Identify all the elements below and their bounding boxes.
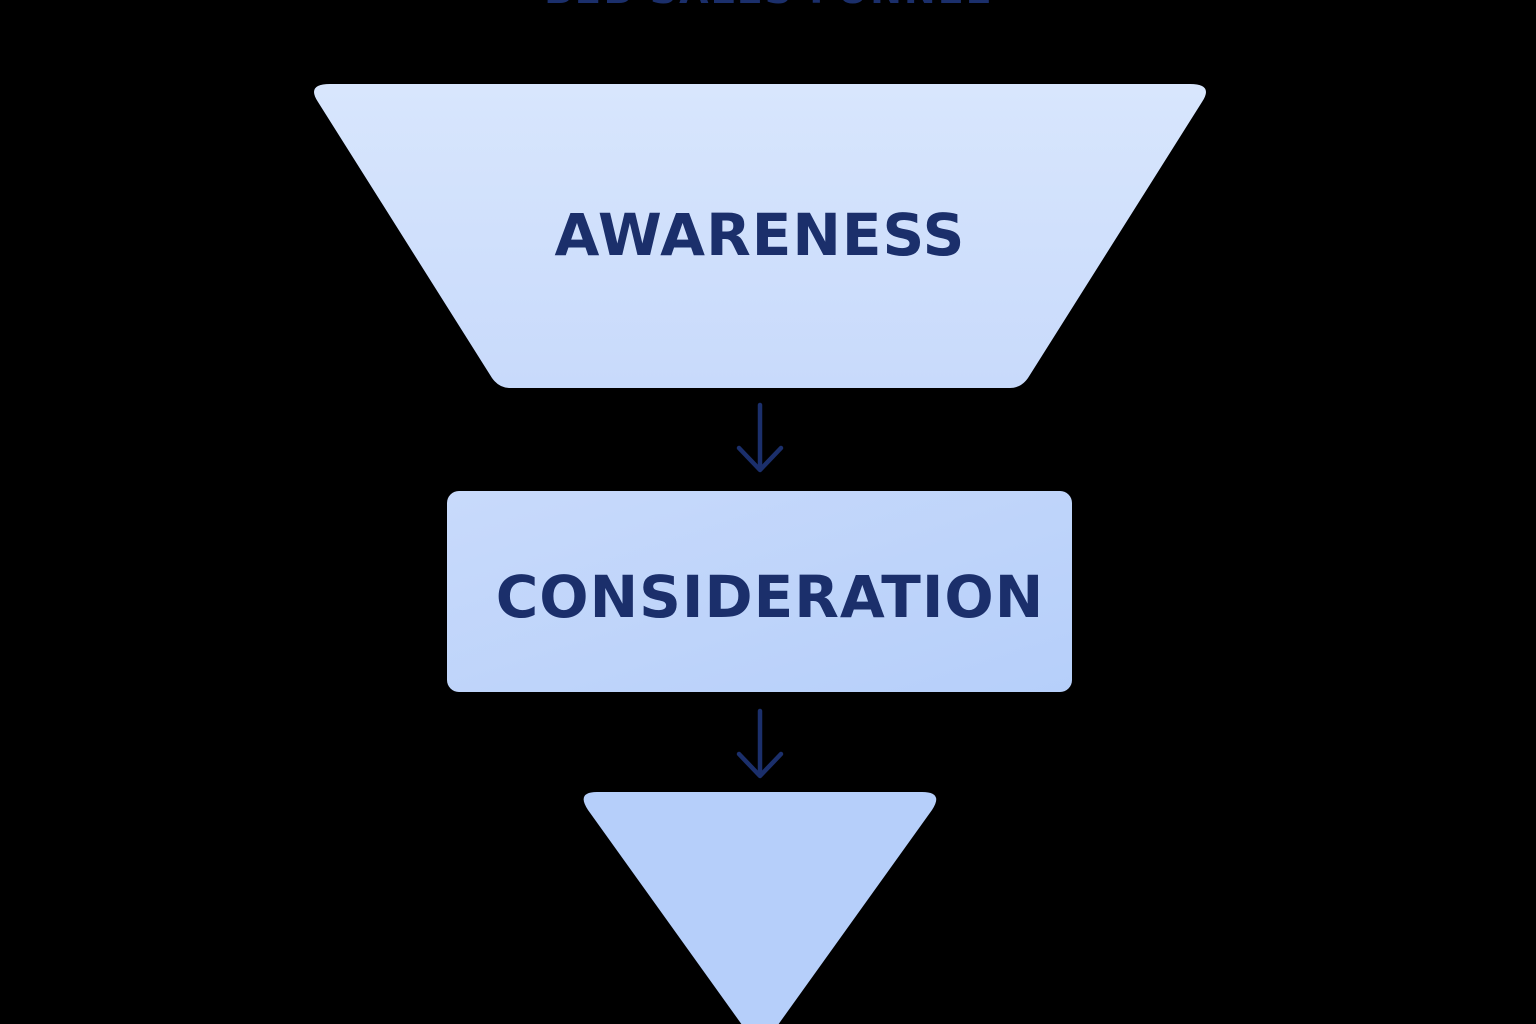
awareness-label: AWARENESS xyxy=(554,201,966,269)
funnel-stage-consideration xyxy=(447,491,1072,692)
arrow-awareness-to-consideration xyxy=(736,402,784,473)
consideration-label: CONSIDERATION xyxy=(495,563,1045,631)
diagram-title: B2B SALES FUNNEL xyxy=(0,0,1536,9)
arrow-consideration-to-decision xyxy=(736,708,784,779)
funnel-stage-bottom xyxy=(583,792,937,1024)
funnel-stage-awareness xyxy=(314,84,1206,388)
